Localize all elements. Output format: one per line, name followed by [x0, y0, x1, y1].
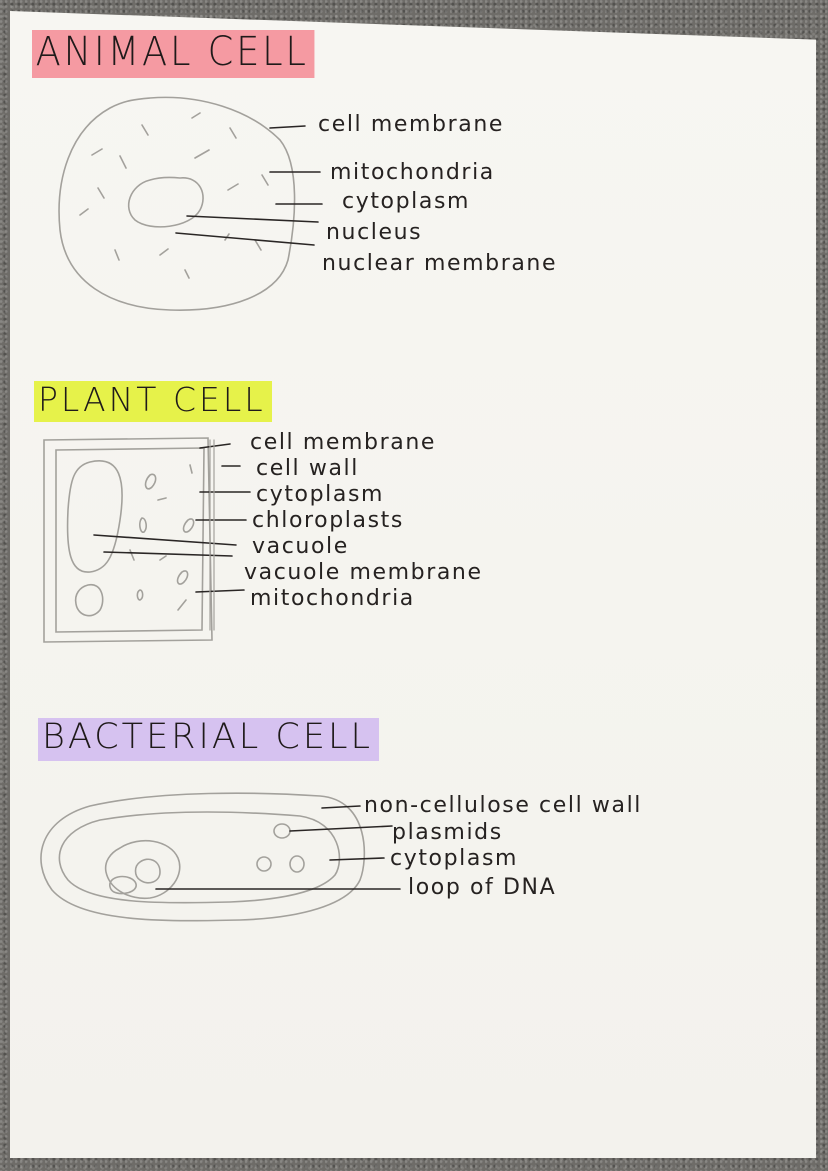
bacterial-label-loop-of-dna: loop of DNA	[408, 875, 557, 900]
plant-label-vacuole: vacuole	[252, 534, 349, 559]
plant-label-cytoplasm: cytoplasm	[256, 482, 385, 507]
plant-label-vacuole-membrane: vacuole membrane	[244, 560, 483, 585]
plant-cell-heading: PLANT CELL	[34, 381, 272, 422]
animal-label-nuclear-membrane: nuclear membrane	[322, 251, 558, 276]
bacterial-label-cell-wall: non-cellulose cell wall	[364, 793, 642, 818]
plant-label-chloroplasts: chloroplasts	[252, 508, 404, 533]
bacterial-cell-heading: BACTERIAL CELL	[38, 718, 379, 761]
animal-label-nucleus: nucleus	[326, 220, 423, 245]
plant-label-cell-membrane: cell membrane	[250, 430, 437, 455]
notebook-page	[10, 11, 816, 1158]
plant-cell-diagram	[43, 437, 251, 643]
bacterial-cell-diagram	[40, 792, 401, 922]
bacterial-label-cytoplasm: cytoplasm	[390, 846, 519, 871]
animal-label-cytoplasm: cytoplasm	[342, 189, 471, 214]
bacterial-label-plasmids: plasmids	[392, 820, 503, 845]
animal-label-mitochondria: mitochondria	[330, 160, 495, 185]
animal-cell-diagram	[58, 96, 323, 311]
animal-cell-heading: ANIMAL CELL	[32, 30, 315, 78]
plant-label-cell-wall: cell wall	[256, 456, 359, 481]
animal-label-cell-membrane: cell membrane	[318, 112, 505, 137]
plant-label-mitochondria: mitochondria	[250, 586, 415, 611]
